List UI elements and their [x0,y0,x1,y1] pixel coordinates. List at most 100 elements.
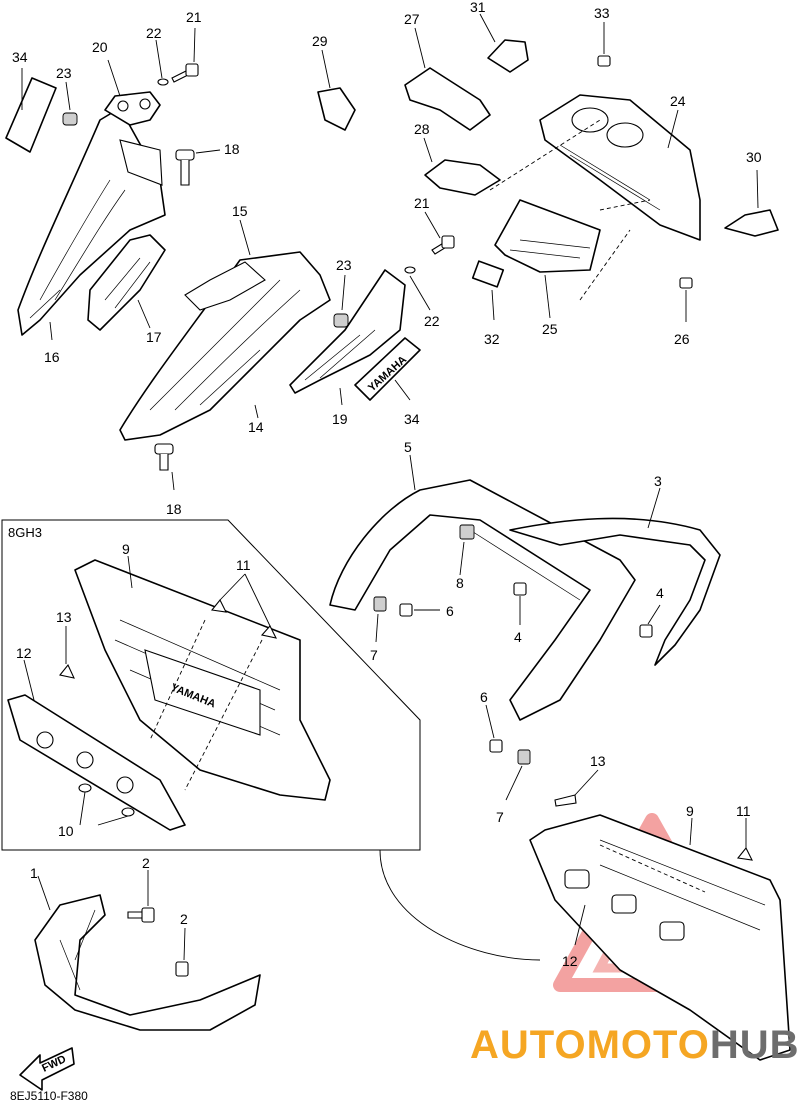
watermark-text-part1: AUTOMOTO [470,1023,710,1067]
part-15-cover-top [239,219,251,256]
part-9-skid-panel-variant: YAMAHA [74,555,331,801]
part-8-clip [459,524,475,576]
callout-18b: 18 [166,501,182,517]
part-23-grommet-b [333,274,349,328]
callout-6a: 6 [446,603,454,619]
part-34-decal-strip [5,68,57,153]
part-20-bracket [104,59,161,126]
part-27-bracket [404,27,491,131]
part-28-bracket [423,137,501,196]
dashed-guide-lines-top [489,119,651,301]
part-12-plate-variant [7,659,186,831]
part-22-washer-a [155,39,169,86]
part-24-meter-housing [539,94,701,241]
part-2-bolt-a [127,870,155,923]
callout-23b: 23 [336,257,352,273]
variant-box-label: 8GH3 [8,525,42,540]
svg-text:AUTOMOTOHUB: AUTOMOTOHUB [470,1023,800,1067]
part-22-washer-b [404,266,431,311]
callout-13a: 13 [56,609,72,625]
part-5-front-frame [329,454,636,721]
part-26-screw [679,277,693,322]
part-13-rivet [554,769,599,807]
callout-17: 17 [146,329,162,345]
part-16-side-cover-left [17,107,166,341]
part-12-plate [564,869,685,946]
callout-30: 30 [746,149,762,165]
part-21-bolt-a [171,27,199,83]
variant-connector-line [379,849,541,961]
part-33-screw [597,22,611,67]
callout-3: 3 [654,473,662,489]
part-18-screw-b [154,443,175,491]
callout-5: 5 [404,439,412,455]
part-13-rivet-variant [59,626,75,679]
part-11-rivet [736,818,753,861]
callout-11a: 11 [236,557,251,573]
part-29-clip [317,49,356,131]
callout-25: 25 [542,321,558,337]
part-7-nut-a [373,596,387,643]
callout-18a: 18 [224,141,240,157]
callout-34a: 34 [12,49,28,65]
watermark-text-part2: HUB [710,1023,800,1067]
callout-22b: 22 [424,313,440,329]
part-6-bolt-b [485,704,503,753]
variant-box-8gh3 [1,519,421,851]
part-30-stay [724,169,779,237]
callout-2b: 2 [180,911,188,927]
part-31-stay [479,13,529,73]
dashed-guide-lines-variant [149,619,263,791]
part-17-inner-panel [87,234,166,331]
callout-9a: 9 [122,541,130,557]
part-14-center-cover [119,251,331,441]
part-4-bolt-b [639,604,661,638]
fwd-arrow-icon: FWD [19,1047,75,1091]
callout-16: 16 [44,349,60,365]
callout-34b: 34 [404,411,420,427]
dashed-guide-lines-bottom [599,844,706,893]
callout-4b: 4 [656,585,664,601]
part-19-inner-cover [289,269,406,406]
callout-4a: 4 [514,629,522,645]
callout-26: 26 [674,331,690,347]
callout-24: 24 [670,93,686,109]
callout-21a: 21 [186,9,202,25]
callout-23a: 23 [56,65,72,81]
callout-31: 31 [470,0,486,15]
callout-22a: 22 [146,25,162,41]
callout-21b: 21 [414,195,430,211]
part-21-bolt-b [424,211,455,255]
callout-28: 28 [414,121,430,137]
callout-20: 20 [92,39,108,55]
callout-7a: 7 [370,647,378,663]
part-7-nut-b [505,749,531,801]
part-4-bolt-a [513,582,527,625]
callout-14: 14 [248,419,264,435]
callout-29: 29 [312,33,328,49]
callout-6b: 6 [480,689,488,705]
part-32-plate [471,260,505,321]
callout-10: 10 [58,823,74,839]
part-10-washers [78,783,135,826]
part-11-rivets-variant [210,573,278,639]
callout-11b: 11 [736,803,751,819]
callout-8: 8 [456,575,464,591]
callout-27: 27 [404,11,420,27]
part-6-bolt-a [399,603,440,617]
callout-15: 15 [232,203,248,219]
part-3-bumper-rail [509,487,721,666]
callout-12b: 12 [562,953,578,969]
callout-2a: 2 [142,855,150,871]
callout-1: 1 [30,865,38,881]
part-2-bolt-b [175,927,189,977]
part-25-bracket [494,199,601,319]
callout-19: 19 [332,411,348,427]
callout-9b: 9 [686,803,694,819]
part-18-screw-a [175,149,221,186]
callout-12a: 12 [16,645,32,661]
part-1-front-guard [34,875,261,1031]
callout-33: 33 [594,5,610,21]
part-23-grommet-a [62,81,78,126]
